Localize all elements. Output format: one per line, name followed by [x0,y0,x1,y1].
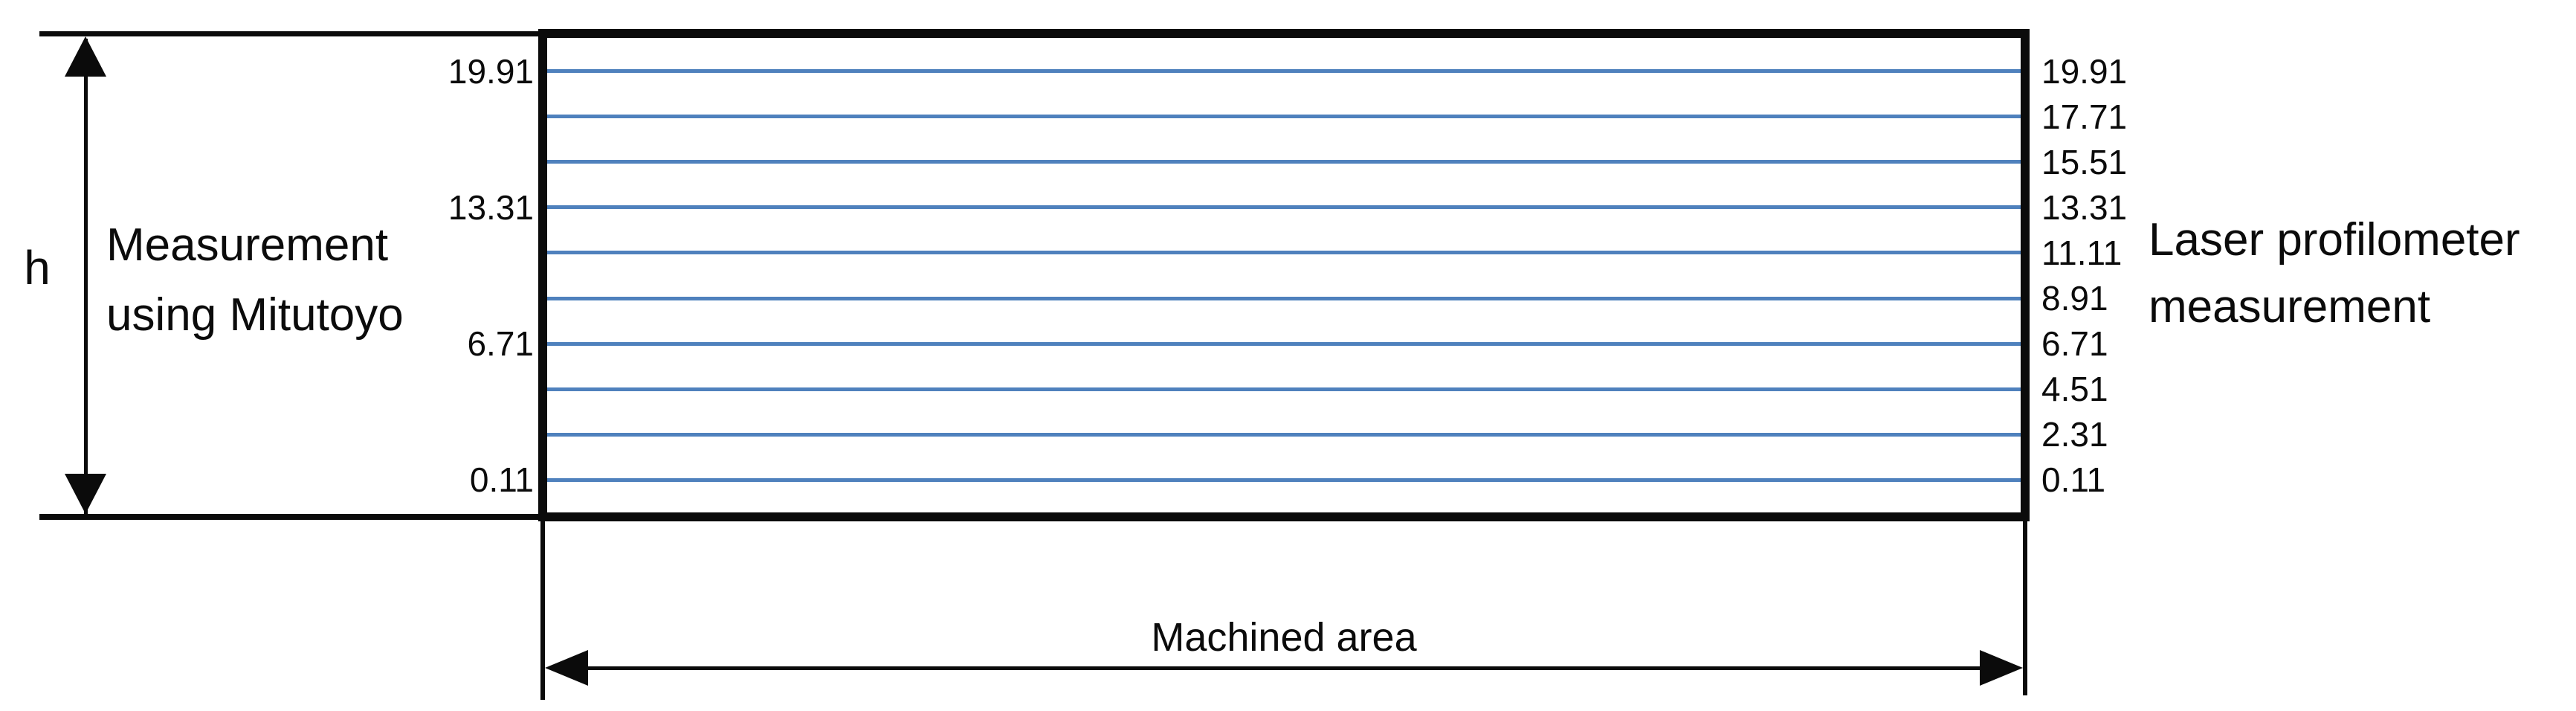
bottom-extension-line [39,514,538,520]
specimen-rectangle [538,29,2030,521]
scan-line [547,342,2021,346]
left-width-extension-line [540,521,545,700]
arrow-up-icon [65,36,106,77]
right-tick-label: 6.71 [2041,324,2108,363]
scan-line [547,160,2021,164]
left-tick-label: 13.31 [448,188,534,227]
right-tick-label: 8.91 [2041,279,2108,318]
right-tick-label: 2.31 [2041,415,2108,454]
left-tick-label: 6.71 [467,324,534,363]
scan-line [547,251,2021,254]
left-tick-label: 19.91 [448,52,534,91]
right-tick-label: 19.91 [2041,52,2128,91]
scan-line [547,115,2021,118]
arrow-right-icon [1980,650,2023,686]
arrow-left-icon [545,650,588,686]
scan-line [547,387,2021,391]
width-dimension-line [554,666,2015,670]
scan-line [547,69,2021,73]
right-width-extension-line [2023,521,2027,695]
left-tick-label: 0.11 [469,460,534,499]
right-tick-label: 15.51 [2041,143,2128,181]
scan-line [547,297,2021,300]
right-tick-label: 11.11 [2041,234,2123,272]
machined-area-label: Machined area [1151,615,1417,660]
right-tick-label: 4.51 [2041,370,2108,408]
left-caption-line2: using Mitutoyo [106,289,404,341]
right-caption-line1: Laser profilometer [2149,214,2520,266]
scan-line [547,205,2021,209]
scan-line [547,433,2021,437]
arrow-down-icon [65,474,106,514]
top-extension-line [39,31,538,36]
right-tick-label: 0.11 [2041,460,2106,499]
left-caption-line1: Measurement [106,219,389,271]
right-caption: Laser profilometer measurement [2149,207,2520,341]
right-caption-line2: measurement [2149,281,2431,332]
height-dimension-line [84,39,88,515]
right-tick-label: 13.31 [2041,188,2128,227]
scan-line [547,478,2021,482]
height-dimension-label: h [24,241,51,295]
right-tick-label: 17.71 [2041,97,2128,136]
left-caption: Measurement using Mitutoyo [106,210,404,350]
